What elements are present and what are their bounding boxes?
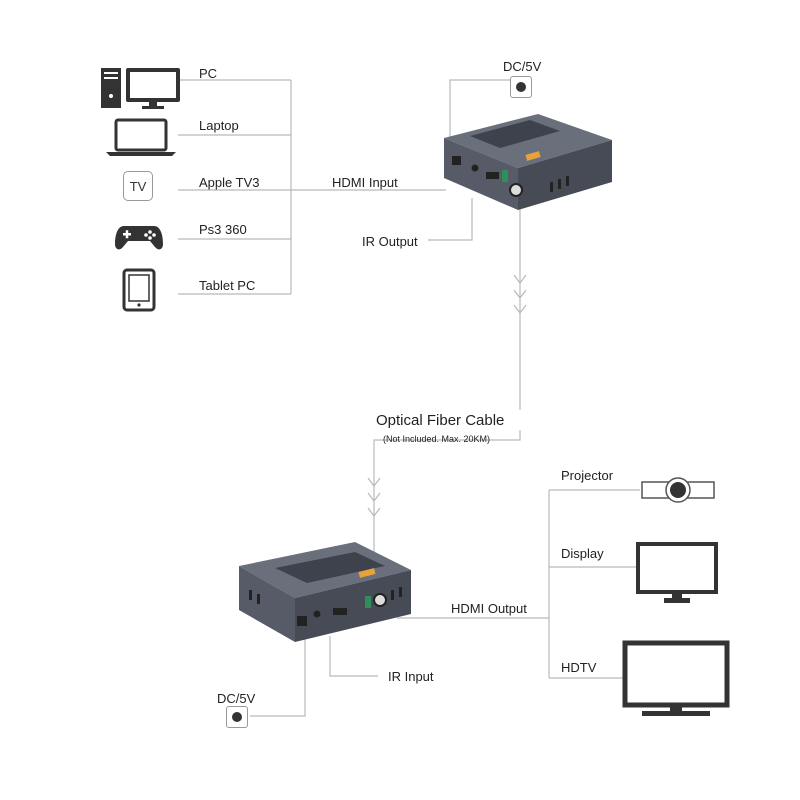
gamepad-icon: [115, 226, 163, 250]
rx-power-label: DC/5V: [217, 691, 256, 706]
projector-icon: [641, 477, 715, 503]
hdmi-output-label: HDMI Output: [451, 601, 527, 616]
tv-icon-text: TV: [129, 178, 147, 194]
fiber-cable-label: Optical Fiber Cable: [376, 412, 505, 429]
receiver-device: [239, 542, 411, 642]
tx-power-label: DC/5V: [503, 59, 542, 74]
hdmi-input-label: HDMI Input: [332, 175, 398, 190]
output-label-hdtv: HDTV: [561, 660, 597, 675]
ir-input-label: IR Input: [388, 669, 434, 684]
source-label-apple-tv: Apple TV3: [199, 175, 260, 190]
laptop-icon: [106, 118, 176, 156]
ir-output-label: IR Output: [362, 234, 418, 249]
fiber-cable-note: (Not Included. Max. 20KM): [383, 434, 491, 444]
output-label-projector: Projector: [561, 468, 614, 483]
transmitter-device: [444, 114, 612, 210]
monitor-icon: [636, 542, 718, 603]
hdtv-icon: [622, 640, 730, 716]
source-label-tablet: Tablet PC: [199, 278, 256, 293]
source-label-ps3: Ps3 360: [199, 222, 247, 237]
tx-power-jack-icon: [510, 76, 532, 98]
tv-icon: TV: [123, 171, 153, 201]
rx-power-jack-icon: [226, 706, 248, 728]
source-label-laptop: Laptop: [199, 118, 239, 133]
source-label-pc: PC: [199, 66, 218, 81]
pc-icon: [101, 68, 180, 109]
tablet-icon: [122, 268, 156, 312]
output-label-display: Display: [561, 546, 604, 561]
